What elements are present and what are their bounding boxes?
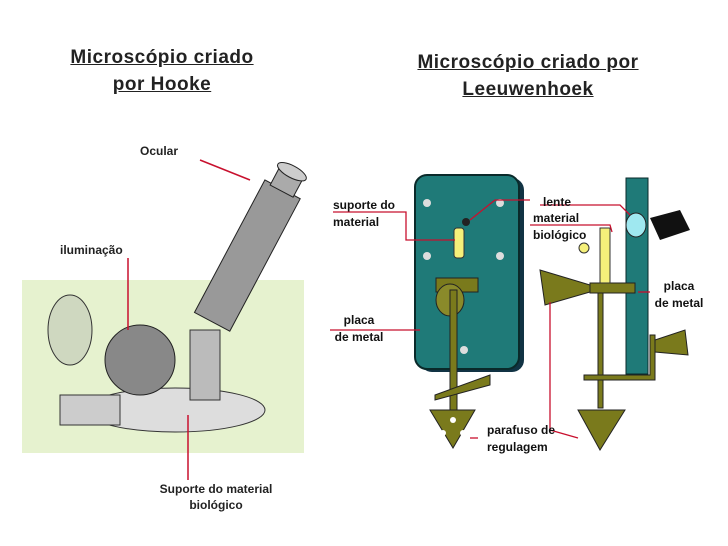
- leeuwenhoek-title-line2: Leeuwenhoek: [462, 79, 594, 100]
- label-suporte-line2: biológico: [189, 498, 243, 512]
- label-lente: lente: [543, 195, 572, 209]
- hooke-title-line2: por Hooke: [112, 74, 212, 95]
- label-suporte-line2: material: [333, 215, 380, 229]
- label-parafuso-line2: regulagem: [487, 440, 548, 454]
- label-placa-line1: placa: [343, 313, 375, 327]
- label-material-biologico: material biológico: [533, 210, 586, 244]
- leeuwenhoek-title-line1: Microscópio criado por: [417, 52, 639, 73]
- label-suporte-material-biologico: Suporte do material biológico: [140, 481, 292, 513]
- label-placa-line2: de metal: [334, 330, 384, 344]
- label-material-line1: material: [533, 211, 580, 225]
- label-parafuso-line1: parafuso de: [487, 423, 556, 437]
- label-placa-de-metal-left: placa de metal: [330, 312, 388, 346]
- label-suporte-do-material: suporte do material: [333, 197, 395, 231]
- label-placa-de-metal-right: placa de metal: [650, 278, 708, 312]
- label-material-line2: biológico: [533, 228, 587, 242]
- label-placa-line2: de metal: [654, 296, 704, 310]
- label-suporte-line1: suporte do: [333, 198, 395, 212]
- hooke-microscope-image: [22, 162, 307, 453]
- label-iluminacao: iluminação: [60, 243, 123, 257]
- hooke-title: Microscópio criado por Hooke: [30, 44, 294, 98]
- label-placa-line1: placa: [663, 279, 695, 293]
- hooke-leaders: [127, 159, 251, 480]
- label-parafuso-de-regulagem: parafuso de regulagem: [487, 422, 555, 456]
- leeuwenhoek-microscope-image: [414, 174, 690, 451]
- label-ocular: Ocular: [140, 144, 179, 158]
- hooke-title-line1: Microscópio criado: [70, 47, 254, 68]
- label-suporte-line1: Suporte do material: [159, 482, 273, 496]
- leeuwenhoek-leaders: [330, 199, 650, 439]
